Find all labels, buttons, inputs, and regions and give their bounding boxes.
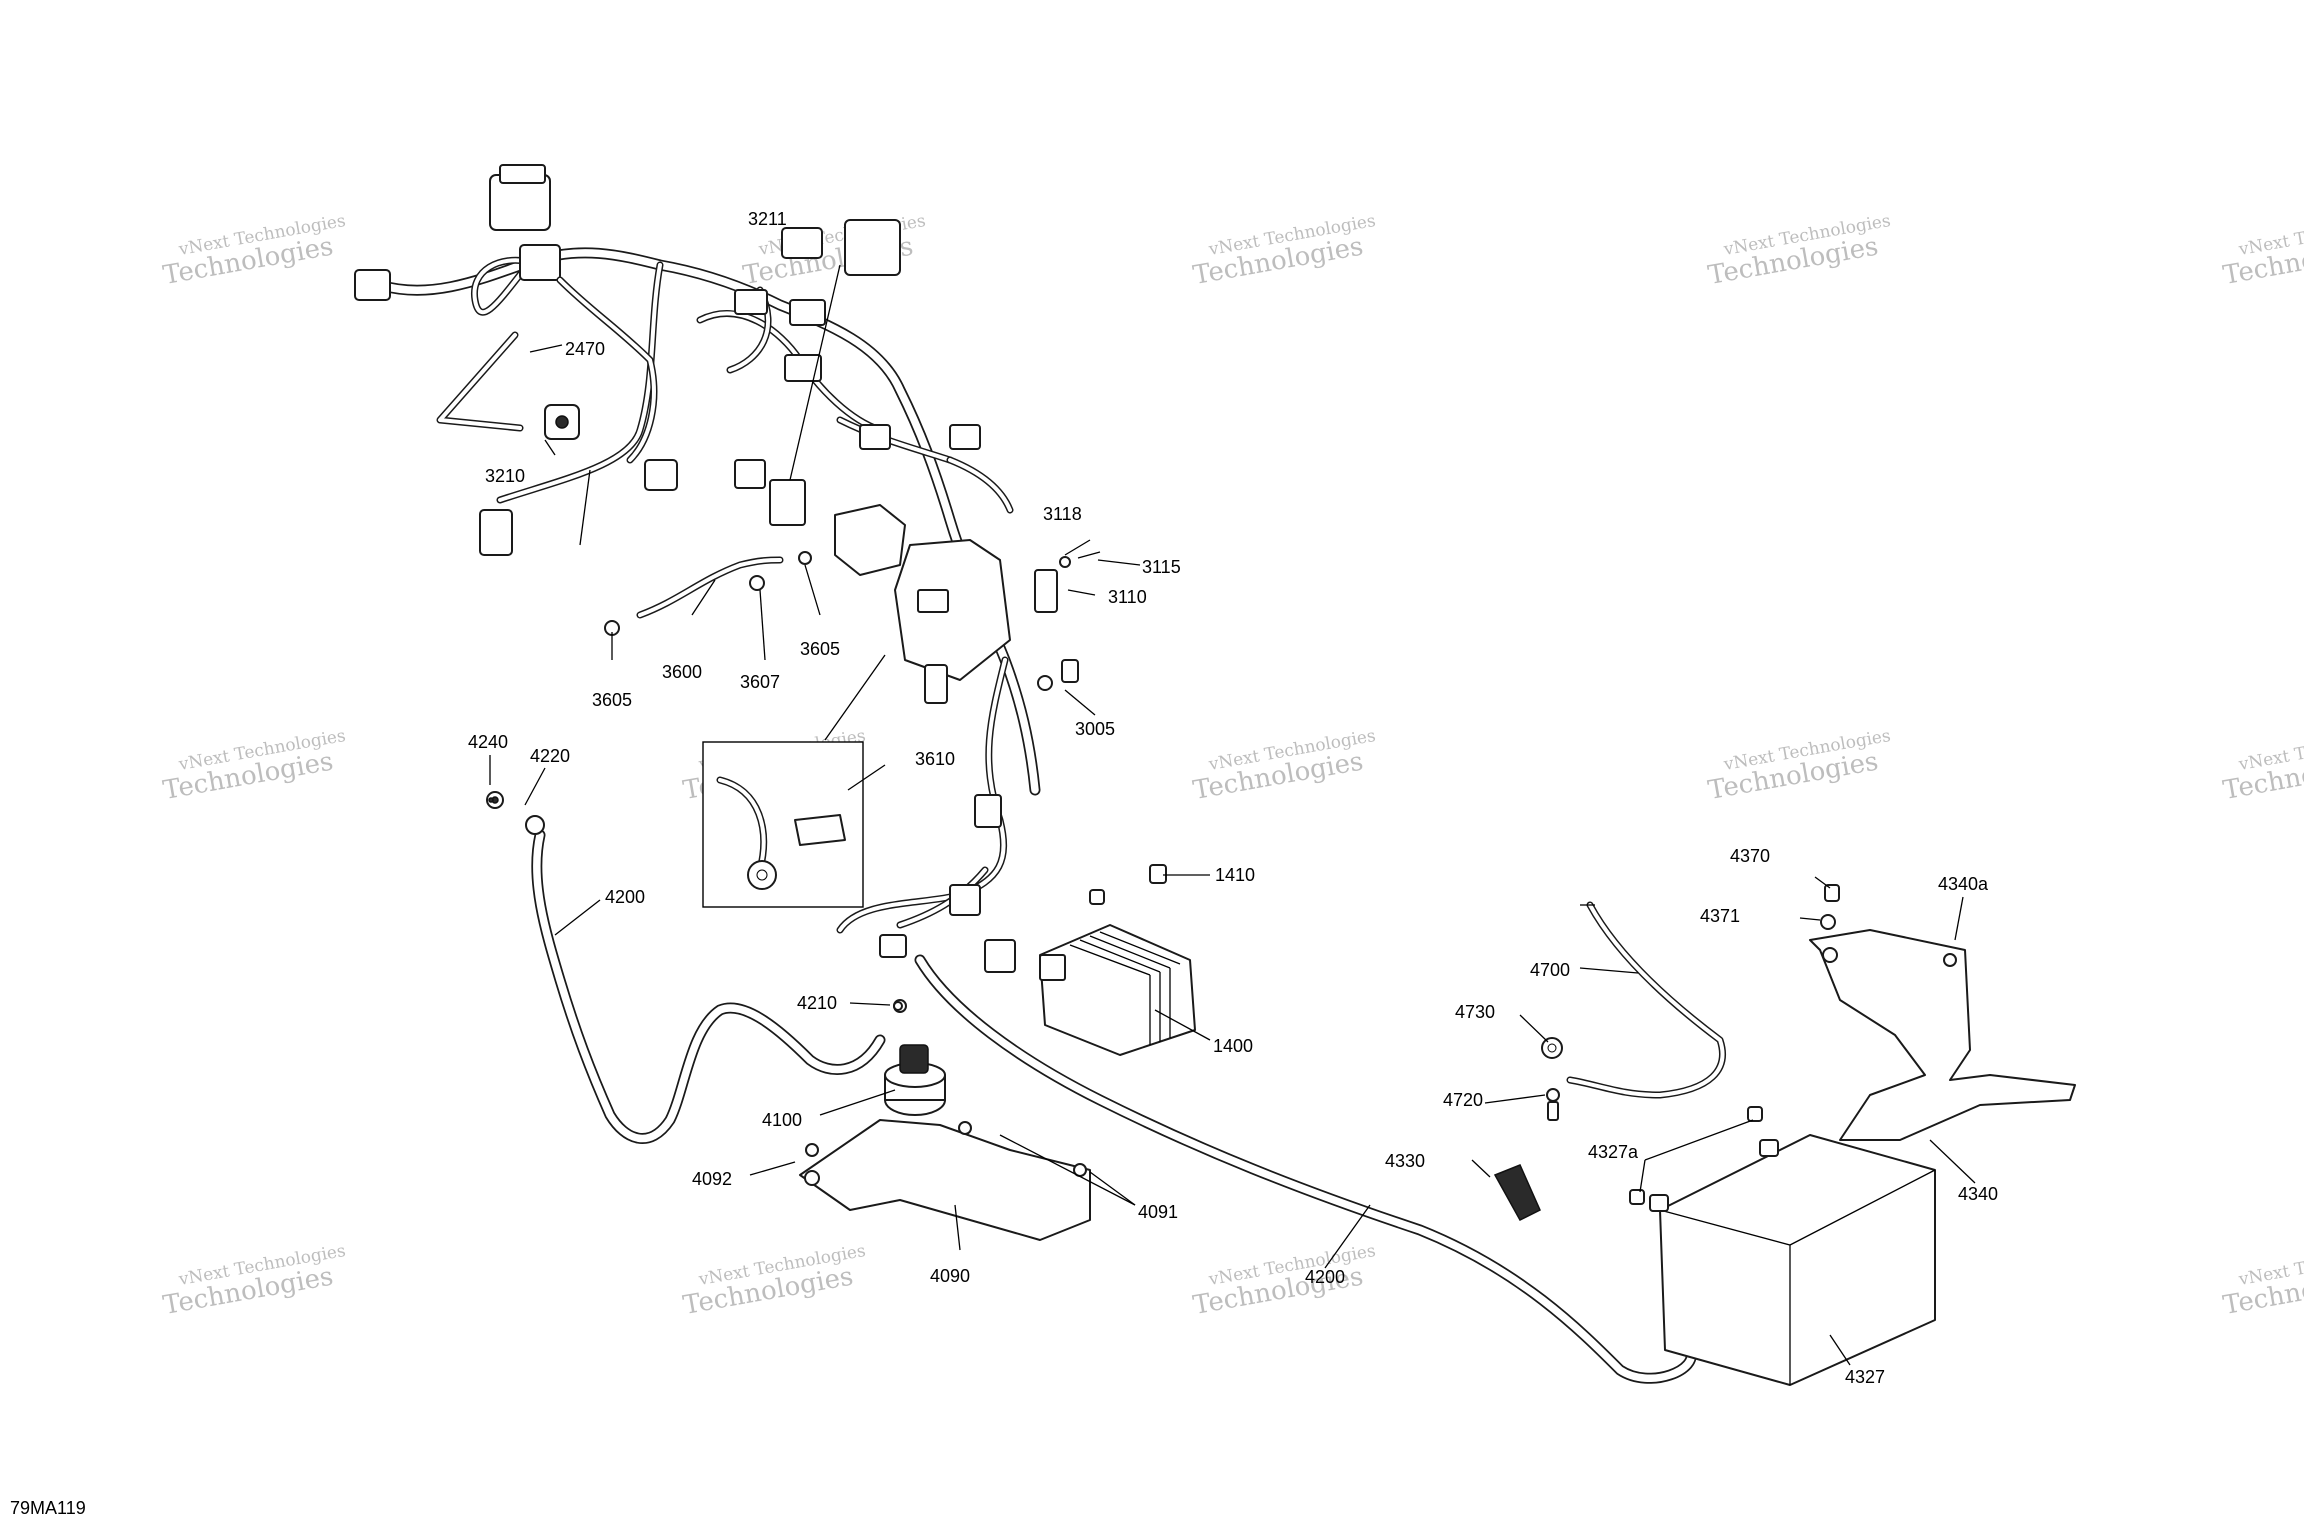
part-3600-ground-cable: [604, 551, 812, 636]
part-4327a-screws: [1629, 1106, 1763, 1205]
callout-4090: 4090: [930, 1266, 970, 1286]
part-4092-screw: [805, 1143, 819, 1157]
callout-4327a: 4327a: [1588, 1142, 1639, 1162]
callout-labels: 3211 2470 3210 3118 3115 3110 3605 3600 …: [468, 209, 1998, 1387]
part-4200-battery-cable: [486, 791, 1697, 1384]
callout-4340: 4340: [1958, 1184, 1998, 1204]
detail-inset-3610: [702, 654, 886, 908]
connector-block: [519, 244, 561, 281]
callout-4092: 4092: [692, 1169, 732, 1189]
callout-2470: 2470: [565, 339, 605, 359]
callout-1400: 1400: [1213, 1036, 1253, 1056]
connector-3211: [844, 219, 901, 276]
part-4327-battery: [1649, 1134, 1936, 1386]
callout-4340a: 4340a: [1938, 874, 1989, 894]
connector-plug: [354, 269, 391, 301]
part-3210-sensor: [544, 404, 580, 440]
part-4720-bolt: [1546, 1088, 1560, 1121]
callout-4370: 4370: [1730, 846, 1770, 866]
callout-4730: 4730: [1455, 1002, 1495, 1022]
part-4730-nut: [1541, 1037, 1563, 1059]
callout-4330: 4330: [1385, 1151, 1425, 1171]
fuse-block: [834, 504, 906, 576]
callout-3605-left: 3605: [592, 690, 632, 710]
part-4700-cable: [1566, 901, 1726, 1099]
callout-3210: 3210: [485, 466, 525, 486]
main-wiring-harness: [354, 164, 1041, 973]
callout-3118: 3118: [1043, 504, 1082, 524]
callout-4700: 4700: [1530, 960, 1570, 980]
callout-3211: 3211: [748, 209, 787, 229]
part-4371-washer: [1820, 914, 1836, 930]
part-4370-bolt: [1824, 884, 1840, 902]
callout-4091: 4091: [1138, 1202, 1178, 1222]
callout-4720: 4720: [1443, 1090, 1483, 1110]
callout-4210: 4210: [797, 993, 837, 1013]
drawing-code: 79MA119: [10, 1498, 86, 1518]
callout-4240: 4240: [468, 732, 508, 752]
part-4100-solenoid: [884, 1044, 946, 1116]
callout-1410: 1410: [1215, 865, 1255, 885]
part-1400-voltage-regulator: [1039, 924, 1196, 1056]
callout-3115: 3115: [1142, 557, 1181, 577]
callout-4200-left: 4200: [605, 887, 645, 907]
part-4340-battery-bracket: [1809, 929, 2076, 1141]
callout-4371: 4371: [1700, 906, 1740, 926]
part-4090-bracket: [799, 1119, 1091, 1241]
part-3110-sensor: [1034, 551, 1101, 613]
callout-3005: 3005: [1075, 719, 1115, 739]
callout-3110: 3110: [1108, 587, 1147, 607]
part-4210-nut: [893, 1001, 903, 1011]
callout-4200-right: 4200: [1305, 1267, 1345, 1287]
callout-4100: 4100: [762, 1110, 802, 1130]
leader-lines: [489, 264, 1976, 1366]
part-1410-screws: [1089, 864, 1167, 905]
callout-4327: 4327: [1845, 1367, 1885, 1387]
callout-3607: 3607: [740, 672, 780, 692]
callout-4220: 4220: [530, 746, 570, 766]
part-2470-strap: [436, 331, 524, 432]
part-4330-terminal-cover: [1493, 1164, 1541, 1221]
part-4240-nut: [488, 797, 494, 803]
connector-plug: [479, 509, 513, 556]
callout-3605-right: 3605: [800, 639, 840, 659]
central-module: [894, 539, 1011, 681]
callout-3610: 3610: [915, 749, 955, 769]
callout-3600: 3600: [662, 662, 702, 682]
part-3005-fastener: [1037, 659, 1079, 691]
connector-plug: [781, 227, 823, 259]
